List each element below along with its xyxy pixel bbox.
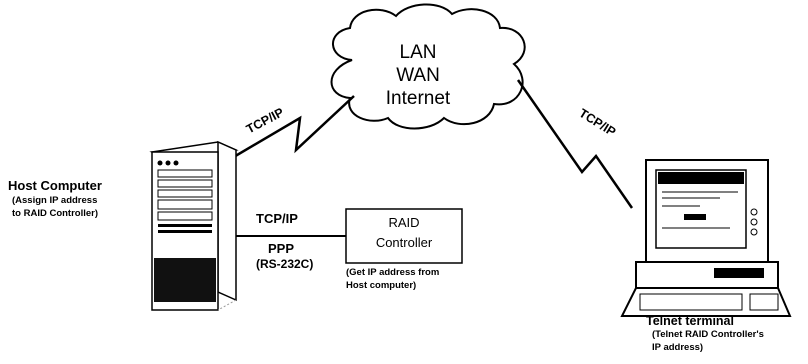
raid-controller-note-line2: Host computer) xyxy=(346,280,417,291)
host-computer-note-line2: to RAID Controller) xyxy=(12,208,99,219)
host-computer-note-line1: (Assign IP address xyxy=(12,195,98,206)
telnet-terminal-icon xyxy=(620,159,792,317)
host-raid-link-label-top: TCP/IP xyxy=(256,211,298,226)
host-cloud-link xyxy=(231,95,355,160)
raid-controller-note-line1: (Get IP address from xyxy=(346,267,440,278)
telnet-terminal-note-line1: (Telnet RAID Controller's xyxy=(652,329,764,340)
telnet-terminal-title: Telnet terminal xyxy=(646,314,734,328)
cloud-label-lan: LAN xyxy=(399,42,437,63)
raid-controller-box xyxy=(345,208,463,264)
telnet-terminal-note-line2: IP address) xyxy=(652,342,704,353)
host-raid-link-label-ppp: PPP xyxy=(268,241,295,256)
host-computer-icon xyxy=(149,140,239,311)
host-raid-link-label-rs232: (RS-232C) xyxy=(256,257,314,271)
raid-controller-label-line2: Controller xyxy=(375,235,433,250)
cloud-label-wan: WAN xyxy=(396,65,440,86)
network-cloud-icon xyxy=(330,3,526,130)
host-computer-title: Host Computer xyxy=(8,178,102,193)
raid-controller-label-line1: RAID xyxy=(388,215,420,230)
cloud-label-internet: Internet xyxy=(385,88,451,109)
cloud-terminal-link xyxy=(516,79,634,209)
